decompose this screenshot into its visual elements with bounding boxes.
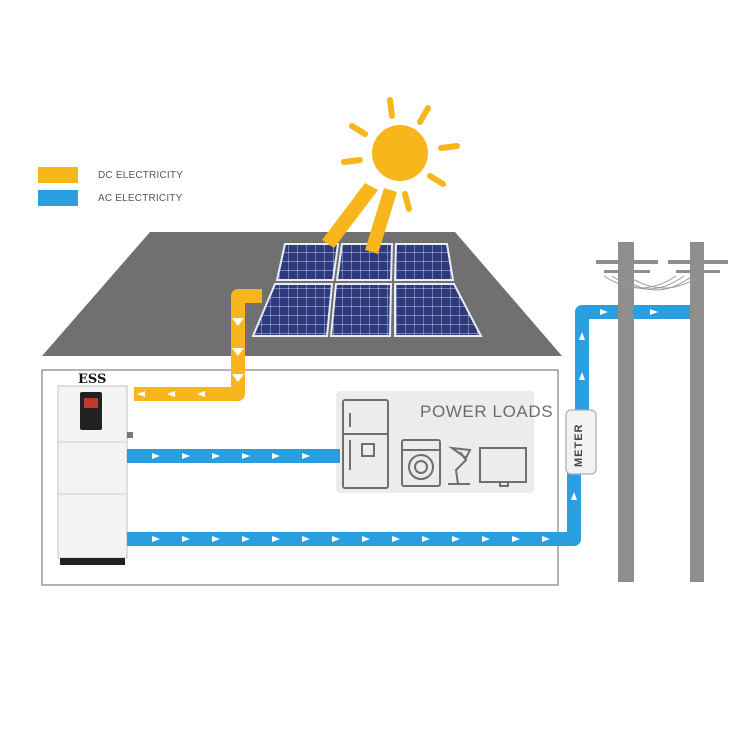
legend-item-ac: AC ELECTRICITY bbox=[38, 190, 182, 206]
utility-poles bbox=[596, 242, 728, 582]
ess-battery bbox=[57, 385, 133, 565]
meter-box bbox=[565, 409, 597, 475]
meter-label: METER bbox=[573, 423, 585, 468]
sun-icon bbox=[322, 97, 460, 254]
legend-label-dc: DC ELECTRICITY bbox=[98, 169, 184, 181]
washing-machine-icon bbox=[401, 439, 441, 487]
power-loads-title: POWER LOADS bbox=[420, 402, 554, 421]
ac-color-swatch bbox=[38, 190, 78, 206]
legend-label-ac: AC ELECTRICITY bbox=[98, 192, 183, 204]
solar-panel-array bbox=[251, 243, 483, 337]
desk-lamp-icon bbox=[448, 446, 472, 485]
power-loads-panel bbox=[336, 391, 534, 493]
refrigerator-icon bbox=[342, 399, 389, 489]
ess-label: ESS bbox=[78, 372, 107, 387]
legend-item-dc: DC ELECTRICITY bbox=[38, 167, 183, 183]
dc-color-swatch bbox=[38, 167, 78, 183]
dc-electricity-line bbox=[134, 289, 262, 401]
monitor-icon bbox=[479, 447, 527, 487]
ac-electricity-line bbox=[127, 305, 700, 546]
